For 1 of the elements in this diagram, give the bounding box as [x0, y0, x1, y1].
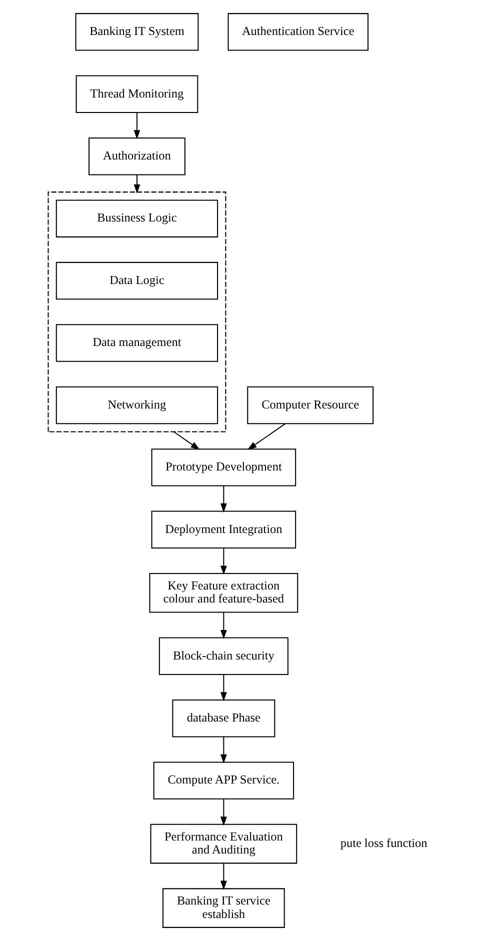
label: pute loss function: [340, 835, 428, 850]
